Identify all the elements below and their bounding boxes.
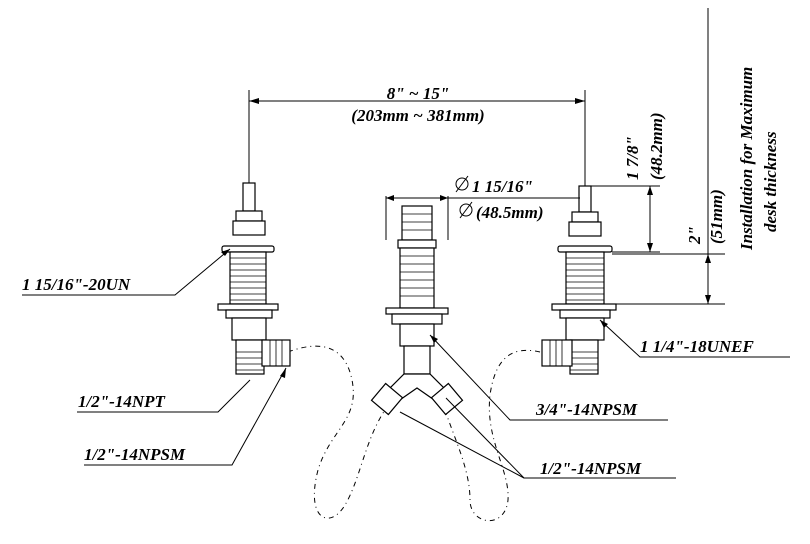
leader-inlet-npsm	[84, 367, 287, 466]
right-lock-nut	[559, 309, 611, 319]
left-valve-body	[231, 317, 267, 341]
callout-inlet-npsm: 1/2"-14NPSM	[84, 445, 186, 464]
left-thread-lines	[230, 257, 266, 301]
leader-lines	[22, 248, 790, 479]
left-hose	[287, 345, 386, 519]
left-threaded-body	[229, 251, 267, 305]
spout-collar	[397, 239, 437, 249]
leader-left-thread	[22, 248, 231, 296]
stem-height-metric-label: (48.2mm)	[647, 112, 666, 180]
diameter-metric-label: (48.5mm)	[476, 203, 544, 222]
left-stem	[242, 182, 256, 212]
stem-height-imperial-label: 1 7/8"	[623, 136, 642, 180]
spout-neck	[399, 323, 435, 347]
labels: 8" ~ 15" (203mm ~ 381mm) 1 15/16" (48.5m…	[22, 67, 780, 478]
tee-left-port	[370, 382, 404, 416]
left-washer	[217, 303, 279, 311]
diameter-symbol-1	[455, 177, 469, 191]
deck-imperial-label: 2"	[685, 226, 704, 245]
right-valve-body	[565, 317, 605, 341]
right-threaded-body	[565, 251, 605, 305]
right-flange	[557, 245, 613, 253]
spout-top-cap	[401, 205, 433, 241]
dimension-lines	[248, 8, 725, 305]
right-valve	[541, 185, 617, 375]
callout-spout-npsm: 3/4"-14NPSM	[535, 400, 638, 419]
deck-note-line2: desk thickness	[761, 131, 780, 232]
right-hose	[444, 349, 541, 522]
center-spout	[370, 205, 464, 416]
spout-lock-nut	[391, 313, 443, 325]
supply-hoses	[287, 345, 541, 522]
left-valve	[217, 182, 291, 375]
leader-inlet-npt	[77, 379, 251, 413]
leader-right-thread	[599, 319, 790, 358]
left-inlet-shank	[235, 339, 265, 375]
spout-lower-body	[403, 345, 431, 375]
spout-threaded-shank	[399, 247, 435, 309]
right-washer	[551, 303, 617, 311]
diameter-symbol-2	[459, 203, 473, 217]
spread-arrow-left	[249, 98, 259, 104]
callout-right-thread: 1 1/4"-18UNEF	[640, 337, 754, 356]
callout-tee-npsm: 1/2"-14NPSM	[540, 459, 642, 478]
right-stem-nut	[571, 211, 599, 223]
deck-note-line1: Installation for Maximum	[737, 67, 756, 251]
right-stem	[578, 185, 592, 213]
callout-left-thread: 1 15/16"-20UN	[22, 275, 131, 294]
spout-washer	[385, 307, 449, 315]
callout-inlet-npt: 1/2"-14NPT	[78, 392, 165, 411]
spread-arrow-right	[575, 98, 585, 104]
diameter-imperial-label: 1 15/16"	[472, 177, 533, 196]
left-stem-nut	[235, 210, 263, 222]
spread-metric-label: (203mm ~ 381mm)	[351, 106, 484, 125]
leader-spout-npsm	[429, 334, 668, 421]
deck-metric-label: (51mm)	[707, 189, 726, 244]
left-lock-nut	[225, 309, 273, 319]
right-hex-nut	[568, 221, 602, 237]
spread-imperial-label: 8" ~ 15"	[387, 84, 450, 103]
right-inlet-shank	[569, 339, 599, 375]
left-hex-nut	[232, 220, 266, 236]
right-outlet-port	[541, 339, 573, 367]
